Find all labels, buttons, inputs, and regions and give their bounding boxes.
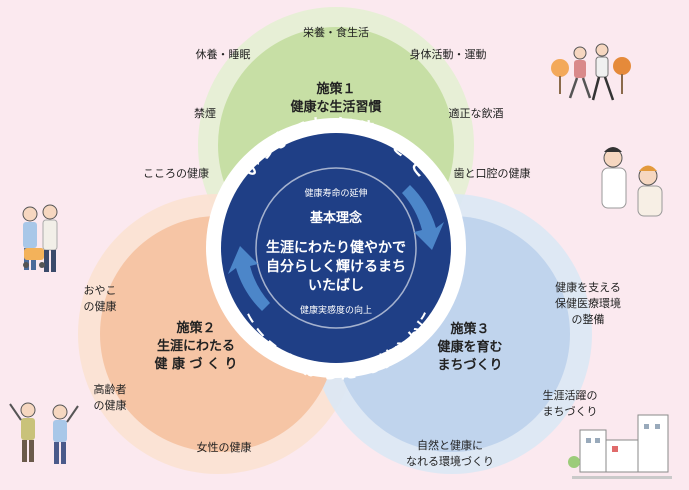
- policy1-item: こころの健康: [143, 166, 209, 180]
- policy2-title-line3: 健 康 づ く り: [154, 356, 237, 372]
- policy3-item: なれる環境づくり: [406, 454, 494, 468]
- policy2: 施策２ 生涯にわたる 健 康 づ く り おやこ の健康 高齢者 の健康 女性の…: [84, 284, 252, 454]
- center-sub-top: 健康寿命の延伸: [304, 187, 367, 199]
- policy2-item: の健康: [84, 299, 117, 313]
- policy2-title-line2: 生涯にわたる: [157, 338, 235, 354]
- center-inner-ring: [255, 167, 417, 329]
- policy3: 施策３ 健康を育む まちづくり 健康を支える 保健医療環境 の整備 生涯活躍の …: [406, 280, 621, 468]
- policy2-item: 女性の健康: [197, 440, 252, 454]
- policy1: 施策１ 健康な生活習慣 栄養・食生活 休養・睡眠 身体活動・運動 禁煙 適正な飲…: [143, 25, 531, 180]
- policy1-item: 休養・睡眠: [196, 47, 251, 61]
- walking-couple-illustration: [551, 43, 631, 101]
- center-navy-circle: [221, 133, 451, 363]
- center-sub-bottom: 健康実感度の向上: [300, 304, 372, 316]
- policy2-item: 高齢者: [94, 382, 127, 396]
- policy3-item: 保健医療環境: [555, 296, 621, 310]
- concept-label: 基本理念: [309, 210, 362, 226]
- arrow-left: [228, 246, 270, 311]
- concept-line1: 生涯にわたり健やかで: [266, 239, 406, 256]
- concept-line2: 自分らしく輝けるまち: [266, 258, 406, 275]
- policy3-item: の整備: [572, 312, 605, 326]
- elderly-exercise-illustration: [9, 402, 79, 464]
- center-concept: いつまでも いきいき と こころ も からだ も健やかに 健康寿命の延伸 基本理…: [206, 113, 466, 384]
- city-buildings-illustration: [568, 414, 672, 479]
- policy2-item: おやこ: [84, 284, 117, 297]
- policy1-item: 禁煙: [194, 107, 216, 120]
- policy1-item: 歯と口腔の健康: [454, 166, 531, 180]
- dental-care-illustration: [601, 147, 663, 217]
- concept-line3: いたばし: [308, 278, 364, 294]
- policy3-title-line2: 健康を育む: [437, 339, 502, 355]
- policy3-item: まちづくり: [543, 405, 598, 418]
- policy3-title-line3: まちづくり: [437, 357, 502, 373]
- arrow-right: [402, 185, 444, 250]
- policy2-title-line1: 施策２: [176, 320, 215, 336]
- policy3-item: 健康を支える: [555, 280, 621, 294]
- policy3-item: 生涯活躍の: [543, 388, 598, 402]
- policy3-item: 自然と健康に: [417, 438, 483, 452]
- policy2-item: の健康: [94, 398, 127, 412]
- policy1-item: 身体活動・運動: [410, 47, 487, 61]
- policy1-item: 適正な飲酒: [449, 106, 504, 120]
- policy1-item: 栄養・食生活: [303, 25, 369, 39]
- family-illustration: [22, 204, 58, 272]
- policy1-title-line1: 施策１: [316, 81, 355, 97]
- policy1-title-line2: 健康な生活習慣: [290, 99, 381, 115]
- policy3-title-line1: 施策３: [450, 321, 489, 337]
